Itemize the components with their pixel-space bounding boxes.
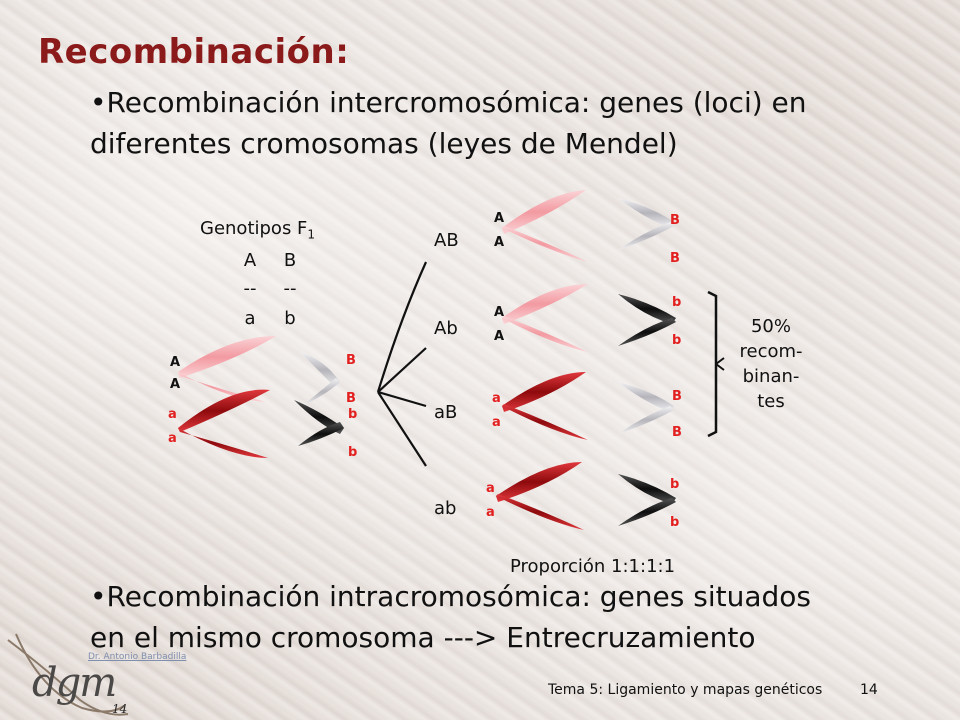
allele-parent-a1: a [168, 407, 177, 422]
allele-aB-a2: a [492, 415, 501, 430]
allele-AB-A2: A [494, 235, 504, 250]
allele-parent-a2: a [168, 431, 177, 446]
allele-ab-b1: b [670, 477, 679, 492]
genotype-subscript: 1 [307, 227, 316, 242]
genotype-bottom-a: a [244, 308, 256, 329]
gamete-chromosome-ab-black [618, 474, 676, 526]
allele-aB-B1: B [672, 389, 682, 404]
allele-parent-B1: B [346, 353, 356, 368]
gamete-chromosome-Ab-black [618, 294, 676, 346]
allele-ab-b2: b [670, 515, 679, 530]
genotype-top-B: B [283, 250, 297, 271]
bullet-intracromosomica: •Recombinación intracromosómica: genes s… [90, 580, 812, 654]
chromosome-parent-dark [178, 389, 270, 458]
gamete-label-AB: AB [434, 230, 459, 251]
genotype-dash-2: -- [283, 278, 297, 299]
allele-AB-B2: B [670, 251, 680, 266]
dna-helix-logo-icon [7, 633, 129, 716]
chromosome-parent-black [294, 400, 344, 446]
slide-title: Recombinación: [38, 32, 350, 72]
bullet-intercromosomica: •Recombinación intercromosómica: genes (… [90, 86, 807, 160]
footer-topic: Tema 5: Ligamiento y mapas genéticos [548, 682, 823, 698]
allele-parent-A1: A [170, 355, 180, 370]
gamete-label-ab: ab [434, 498, 457, 519]
allele-Ab-A2: A [494, 329, 504, 344]
allele-parent-B2: B [346, 391, 356, 406]
gamete-chromosome-Ab-light [502, 284, 588, 352]
recombinant-note-line3: binan- [742, 366, 800, 387]
author-link[interactable]: Dr. Antonio Barbadilla [88, 652, 187, 662]
gamete-chromosome-AB-grey [618, 198, 674, 250]
allele-Ab-b2: b [672, 333, 681, 348]
dgm-logo: dgm [32, 660, 117, 706]
genotype-title-text: Genotipos F [200, 218, 308, 239]
recombinant-note: 50% recom- binan- tes [736, 314, 806, 414]
recombinant-bracket [707, 290, 725, 438]
allele-parent-b2: b [348, 445, 357, 460]
recombinant-note-line2: recom- [739, 341, 803, 362]
gamete-label-Ab: Ab [434, 318, 458, 339]
recombinant-note-line1: 50% [750, 316, 791, 337]
allele-Ab-A1: A [494, 305, 504, 320]
allele-parent-b1: b [348, 407, 357, 422]
allele-parent-A2: A [170, 377, 180, 392]
gamete-chromosome-AB-light [502, 190, 588, 262]
chromosome-parent-grey [300, 352, 340, 406]
logo-number: 14 [112, 702, 128, 716]
allele-ab-a2: a [486, 505, 495, 520]
genotype-dash-1: -- [243, 278, 257, 299]
segregation-arrows [376, 261, 428, 467]
genotype-bottom-b: b [284, 308, 296, 329]
page-number: 14 [860, 682, 878, 698]
recombinant-note-line4: tes [757, 391, 785, 412]
allele-aB-B2: B [672, 425, 682, 440]
allele-Ab-b1: b [672, 295, 681, 310]
gamete-label-aB: aB [434, 402, 458, 423]
allele-AB-B1: B [670, 213, 680, 228]
genotype-top-A: A [243, 250, 257, 271]
allele-ab-a1: a [486, 481, 495, 496]
gamete-chromosome-ab-dark [496, 462, 584, 530]
gamete-chromosome-aB-grey [618, 382, 674, 434]
gamete-chromosome-aB-dark [502, 372, 588, 440]
allele-aB-a1: a [492, 391, 501, 406]
genotype-title: Genotipos F1 [200, 218, 315, 242]
allele-AB-A1: A [494, 211, 504, 226]
proportion-label: Proporción 1:1:1:1 [510, 556, 676, 577]
chromosome-parent-light [178, 336, 276, 402]
